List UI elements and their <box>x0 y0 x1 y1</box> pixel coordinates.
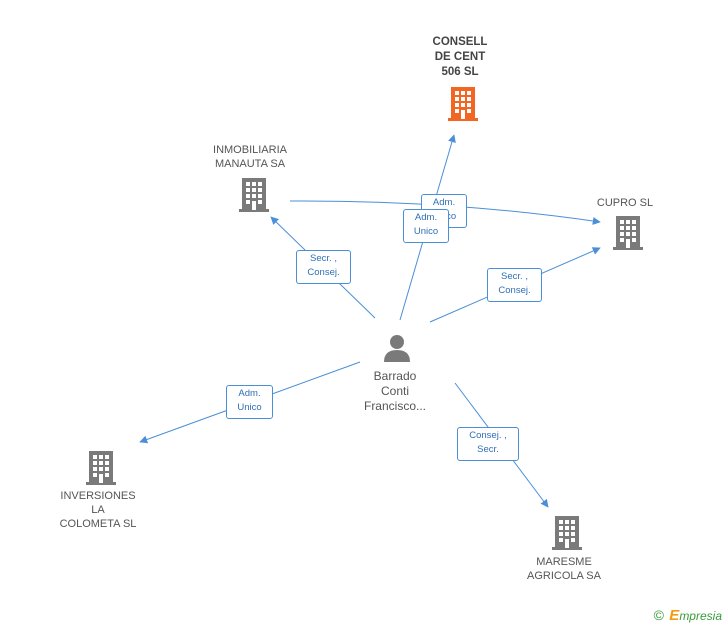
building-icon[interactable] <box>551 514 583 550</box>
edge-label-consell-front[interactable]: Adm. Unico <box>403 209 449 243</box>
edge-label-inmobiliaria[interactable]: Secr. , Consej. <box>296 250 351 284</box>
brand-logo-initial: E <box>669 607 680 624</box>
node-inmobiliaria-label: INMOBILIARIA MANAUTA SA <box>213 144 287 170</box>
copyright-symbol: © <box>653 607 664 623</box>
footer-branding: © Empresia <box>654 607 722 624</box>
edge-label-cupro[interactable]: Secr. , Consej. <box>487 268 542 302</box>
building-icon[interactable] <box>85 449 117 485</box>
edge-label-maresme[interactable]: Consej. , Secr. <box>457 427 519 461</box>
node-consell-label: CONSELL DE CENT 506 SL <box>432 36 488 78</box>
building-icon[interactable] <box>447 85 479 121</box>
node-person-label: Barrado Conti Francisco... <box>363 369 426 413</box>
person-icon[interactable] <box>382 333 412 363</box>
brand-name: mpresia <box>679 609 722 623</box>
building-icon[interactable] <box>238 176 270 212</box>
node-cupro-label: CUPRO SL <box>596 197 654 209</box>
node-maresme-label: MARESME AGRICOLA SA <box>527 556 601 582</box>
building-icon[interactable] <box>612 214 644 250</box>
node-inversiones-label: INVERSIONES LA COLOMETA SL <box>59 490 137 530</box>
edge-label-inversiones[interactable]: Adm. Unico <box>226 385 273 419</box>
